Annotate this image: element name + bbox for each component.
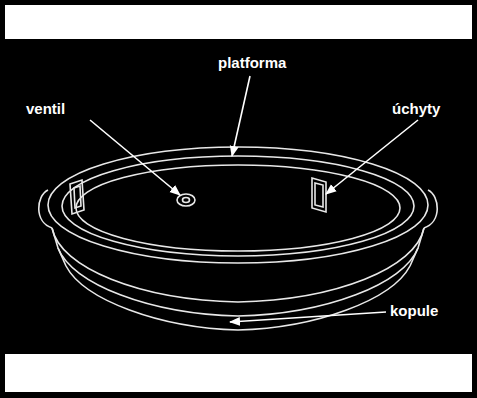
- bottom-band: [5, 354, 472, 392]
- top-band: [5, 5, 472, 39]
- lid-drawing: [39, 147, 438, 330]
- part-label: ventil: [26, 100, 65, 118]
- part-label: platforma: [218, 54, 286, 72]
- leader-lines: [90, 76, 418, 322]
- part-label: kopule: [390, 302, 438, 320]
- part-label: úchyty: [392, 100, 440, 118]
